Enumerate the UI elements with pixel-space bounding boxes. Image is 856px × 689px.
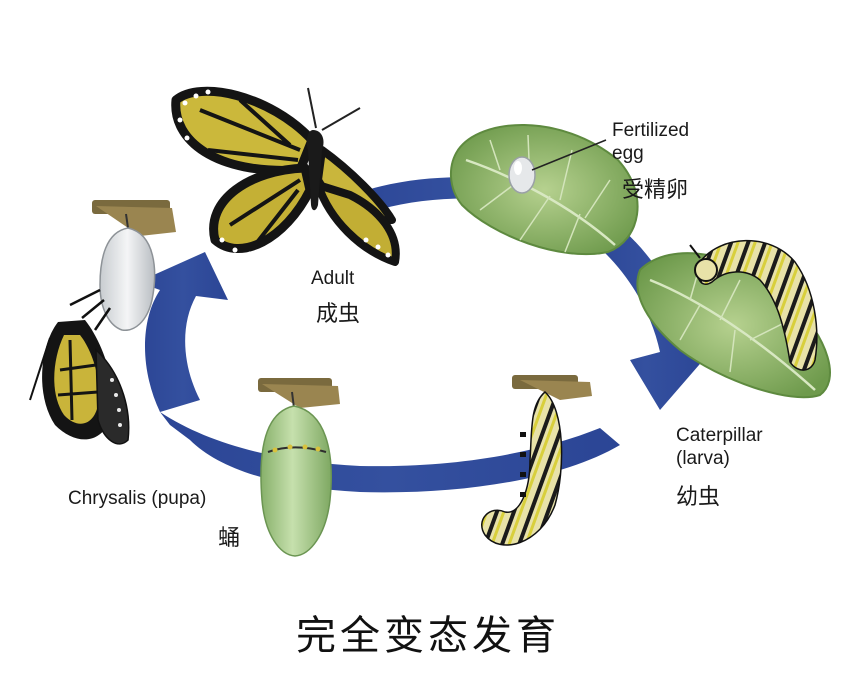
larva-label-en-line1: Caterpillar xyxy=(676,425,763,446)
leaf-with-egg-illustration xyxy=(450,124,639,256)
diagram-title: 完全变态发育 xyxy=(296,613,560,659)
caterpillar-on-leaf-illustration xyxy=(636,239,831,399)
egg-label-en-line2: egg xyxy=(612,143,644,164)
arrow-pupa-to-adult xyxy=(138,252,228,412)
adult-label-cn: 成虫 xyxy=(316,302,361,327)
pupa-label-en: Chrysalis (pupa) xyxy=(68,488,207,509)
larva-label-en-line2: (larva) xyxy=(676,448,730,469)
green-chrysalis-illustration xyxy=(258,378,340,557)
egg-label-en-line1: Fertilized xyxy=(612,120,690,141)
egg-label-cn: 受精卵 xyxy=(622,178,689,203)
pupa-label-cn: 蛹 xyxy=(218,526,241,551)
adult-butterfly-illustration xyxy=(171,86,400,266)
emerging-butterfly-illustration xyxy=(29,200,176,445)
j-caterpillar-illustration xyxy=(481,375,592,546)
larva-label-cn: 幼虫 xyxy=(676,485,721,510)
adult-label-en: Adult xyxy=(311,268,355,289)
